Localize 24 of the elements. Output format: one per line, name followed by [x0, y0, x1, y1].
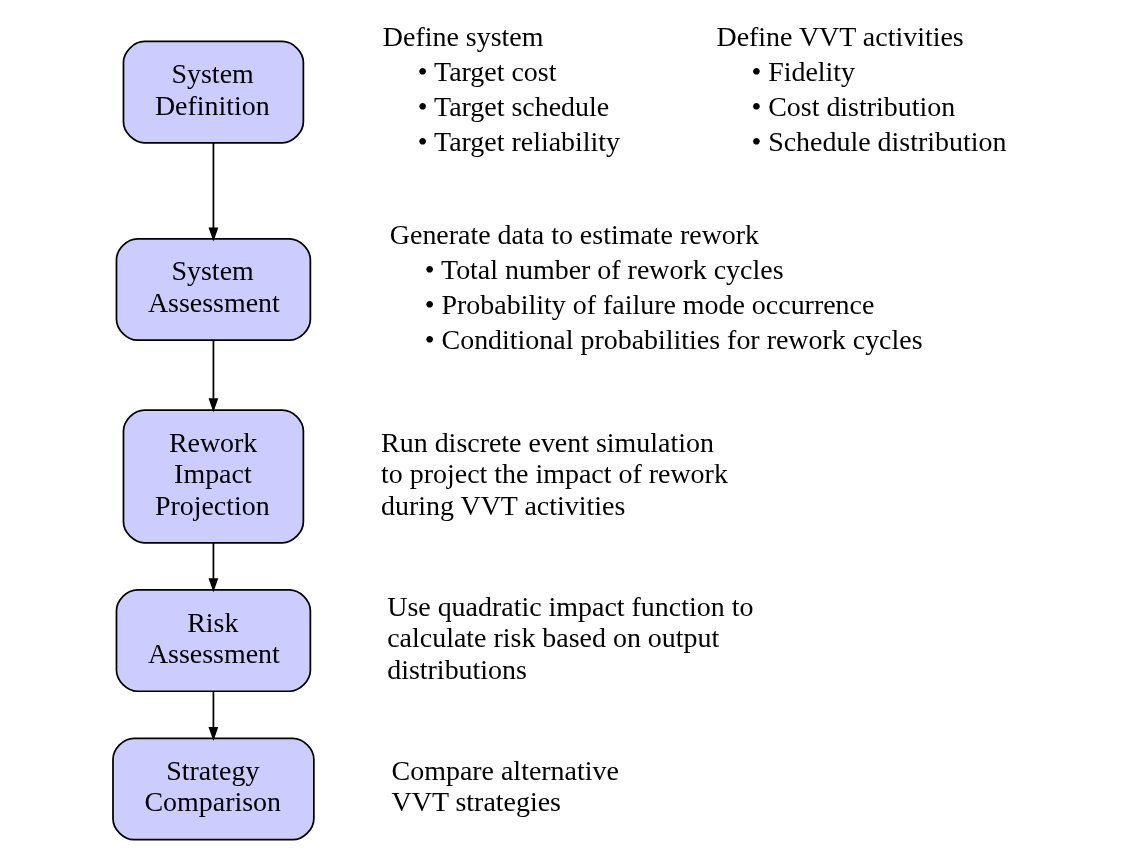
node-label: Generate data to estimate rework: [389, 218, 760, 250]
node-label: • Conditional probabilities for rework cycles: [424, 323, 923, 355]
node-label: • Total number of rework cycles: [424, 253, 784, 285]
node-label: • Target cost: [417, 56, 557, 88]
node-label: Use quadratic impact function to calculate risk based on output distributions: [387, 590, 754, 685]
node-label: • Schedule distribution: [751, 126, 1007, 158]
node-label: Define system: [382, 21, 544, 53]
arrow: [208, 690, 219, 741]
node-label: Run discrete event simulation to project the impact of rework during VVT activities: [381, 426, 728, 521]
node-label: Compare alternative VVT strategies: [391, 754, 619, 818]
arrow: [208, 339, 219, 413]
node-label: Define VVT activities: [716, 21, 964, 53]
node-label: • Fidelity: [751, 56, 856, 88]
node-label: • Target schedule: [417, 91, 610, 123]
arrow: [208, 542, 219, 593]
node-box: System Assessment: [115, 238, 312, 342]
node-label: • Target reliability: [417, 126, 621, 158]
arrow: [208, 141, 219, 242]
node-label: • Probability of failure mode occurrence: [424, 288, 875, 320]
node-box: Strategy Comparison: [112, 737, 315, 841]
node-box: System Definition: [122, 40, 305, 144]
node-box: Rework Impact Projection: [122, 409, 305, 544]
node-box: Risk Assessment: [115, 589, 312, 693]
node-label: • Cost distribution: [751, 91, 956, 123]
